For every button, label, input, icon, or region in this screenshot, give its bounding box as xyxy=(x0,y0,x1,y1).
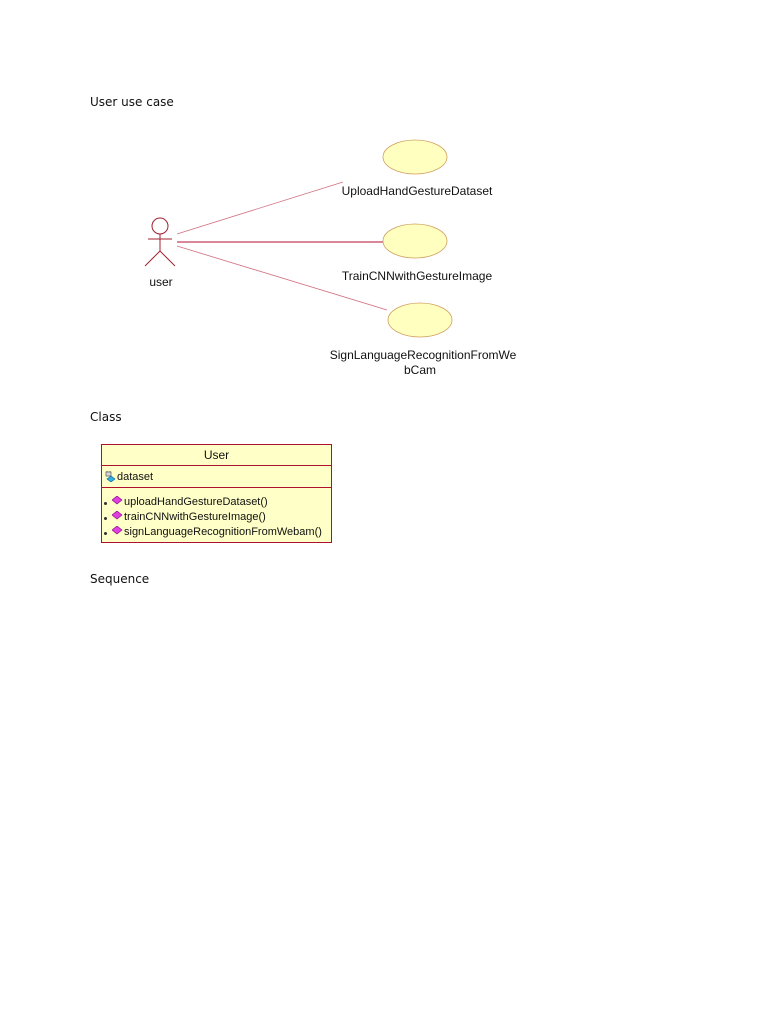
use-case-train xyxy=(382,223,448,259)
class-heading: Class xyxy=(90,410,122,424)
class-user-box: User dataset uploadHandGestureDataset() … xyxy=(101,444,332,543)
operation-signlanguage: signLanguageRecognitionFromWebam() xyxy=(124,525,322,538)
class-operations: uploadHandGestureDataset() trainCNNwithG… xyxy=(102,488,331,542)
class-attributes: dataset xyxy=(102,466,331,488)
association-line-upload xyxy=(176,181,344,235)
private-attribute-icon xyxy=(105,471,116,482)
use-case-signlanguage xyxy=(387,302,453,338)
operation-upload: uploadHandGestureDataset() xyxy=(124,495,268,508)
class-name: User xyxy=(102,445,331,466)
public-operation-icon xyxy=(112,511,123,520)
use-case-diagram: user UploadHandGestureDataset TrainCNNwi… xyxy=(144,139,517,377)
operation-row: trainCNNwithGestureImage() xyxy=(102,509,331,524)
use-case-signlanguage-label-line2: bCam xyxy=(404,363,436,377)
public-operation-icon xyxy=(112,526,123,535)
actor-label: user xyxy=(149,275,172,289)
attribute-dataset: dataset xyxy=(117,470,154,483)
use-case-heading: User use case xyxy=(90,95,174,109)
association-line-signlanguage xyxy=(176,245,388,311)
sequence-heading: Sequence xyxy=(90,572,150,586)
use-case-upload xyxy=(382,139,448,175)
operation-row: signLanguageRecognitionFromWebam() xyxy=(102,524,331,539)
actor-user-icon xyxy=(144,217,176,267)
public-operation-icon xyxy=(112,496,123,505)
operation-row: uploadHandGestureDataset() xyxy=(102,494,331,509)
operation-train: trainCNNwithGestureImage() xyxy=(124,510,266,523)
use-case-upload-label: UploadHandGestureDataset xyxy=(342,184,493,198)
use-case-train-label: TrainCNNwithGestureImage xyxy=(342,269,493,283)
use-case-signlanguage-label-line1: SignLanguageRecognitionFromWe xyxy=(330,348,517,362)
